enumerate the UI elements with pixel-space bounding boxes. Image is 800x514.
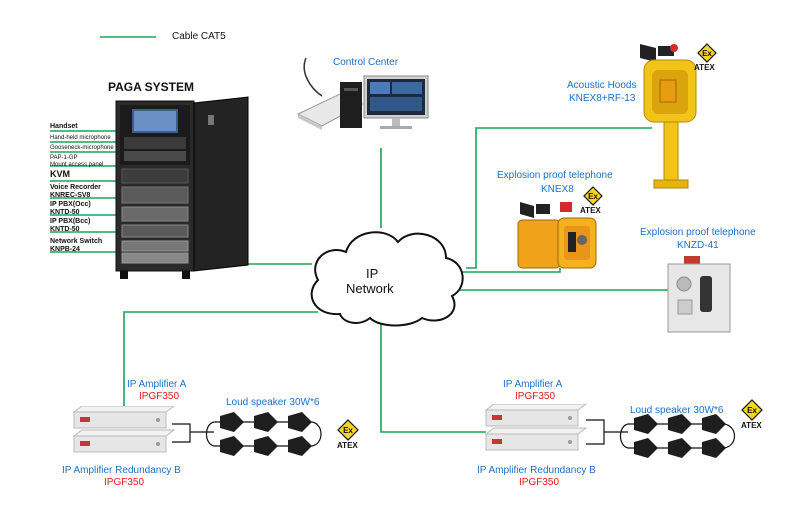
telephone-2-model: KNZD-41 [677, 240, 719, 251]
right-amplifier-units [484, 404, 588, 451]
acoustic-hoods-label: Acoustic Hoods [567, 80, 637, 91]
ex-symbol-text: Ex [702, 49, 712, 58]
telephone-1-label: Explosion proof telephone [497, 170, 613, 181]
left-amp-b-label: IP Amplifier Redundancy B [62, 465, 181, 476]
right-amp-link [586, 419, 605, 445]
ip-network-cloud [310, 231, 464, 327]
telephone-1-line [438, 268, 561, 273]
atex-badge-right: ATEX [741, 421, 762, 430]
horn-speaker-icon [634, 414, 658, 434]
left-amp-link [172, 423, 191, 443]
horn-speaker-icon [220, 412, 244, 432]
left-amp-a-model: IPGF350 [139, 391, 180, 402]
atex-ex-icon-right: Ex [741, 399, 763, 421]
network-label-line2: Network [346, 281, 394, 296]
left-amp-a-label: IP Amplifier A [127, 379, 187, 390]
rack-label-pbx-bcc: IP PBX(Bcc)KNTD-50 [50, 218, 91, 233]
horn-speaker-icon [220, 436, 244, 456]
left-amp-line [123, 311, 318, 418]
right-speakers-label: Loud speaker 30W*6 [630, 405, 724, 416]
legend-label: Cable CAT5 [172, 31, 226, 42]
left-horn-speakers [220, 412, 312, 456]
acoustic-hoods-model: KNEX8+RF-13 [569, 93, 636, 104]
svg-text:Ex: Ex [747, 406, 757, 415]
horn-speaker-icon [254, 412, 278, 432]
right-amp-a-model: IPGF350 [515, 391, 556, 402]
network-label-line1: IP [366, 266, 379, 281]
rack-label-pbx-occ: IP PBX(Occ)KNTD-50 [50, 201, 91, 216]
left-amplifier-units [72, 406, 176, 453]
right-amp-b-model: IPGF350 [519, 477, 560, 488]
control-center-label: Control Center [333, 57, 399, 68]
rack-label-handheld-mic: Hand-held microphone [50, 135, 111, 141]
right-amp-a-label: IP Amplifier A [503, 379, 563, 390]
horn-speaker-icon [702, 414, 726, 434]
right-amp-b-label: IP Amplifier Redundancy B [477, 465, 596, 476]
horn-speaker-icon [288, 436, 312, 456]
hood-line [466, 127, 652, 269]
atex-ex-icon-hood: Ex [697, 43, 717, 63]
acoustic-hood-device [640, 44, 697, 189]
horn-speaker-icon [668, 414, 692, 434]
explosion-proof-telephone-knex8 [517, 202, 597, 269]
horn-speaker-icon [254, 436, 278, 456]
left-amp-b-model: IPGF350 [104, 477, 145, 488]
atex-ex-icon-left: Ex [337, 419, 359, 441]
rack-label-kvm: KVM [50, 169, 70, 179]
rack-label-handset: Handset [50, 123, 78, 130]
horn-speaker-icon [288, 412, 312, 432]
control-center-workstation [296, 57, 429, 130]
svg-text:Ex: Ex [343, 426, 353, 435]
telephone-2-label: Explosion proof telephone [640, 227, 756, 238]
paga-title: PAGA SYSTEM [108, 80, 195, 94]
right-horn-speakers [634, 414, 726, 458]
horn-speaker-icon [634, 438, 658, 458]
left-speakers-label: Loud speaker 30W*6 [226, 397, 320, 408]
atex-badge-telephone: ATEX [580, 206, 601, 215]
paga-rack-cabinet [115, 96, 249, 279]
atex-badge-left: ATEX [337, 441, 358, 450]
svg-text:Ex: Ex [588, 192, 598, 201]
atex-ex-icon-telephone: Ex [583, 186, 603, 206]
telephone-1-model: KNEX8 [541, 184, 574, 195]
atex-badge-hood: ATEX [694, 63, 715, 72]
rack-label-gooseneck-mic: Gooseneck-microphone [50, 145, 114, 151]
horn-speaker-icon [702, 438, 726, 458]
horn-speaker-icon [668, 438, 692, 458]
right-amp-line [380, 322, 486, 433]
explosion-proof-telephone-knzd41 [667, 256, 731, 333]
